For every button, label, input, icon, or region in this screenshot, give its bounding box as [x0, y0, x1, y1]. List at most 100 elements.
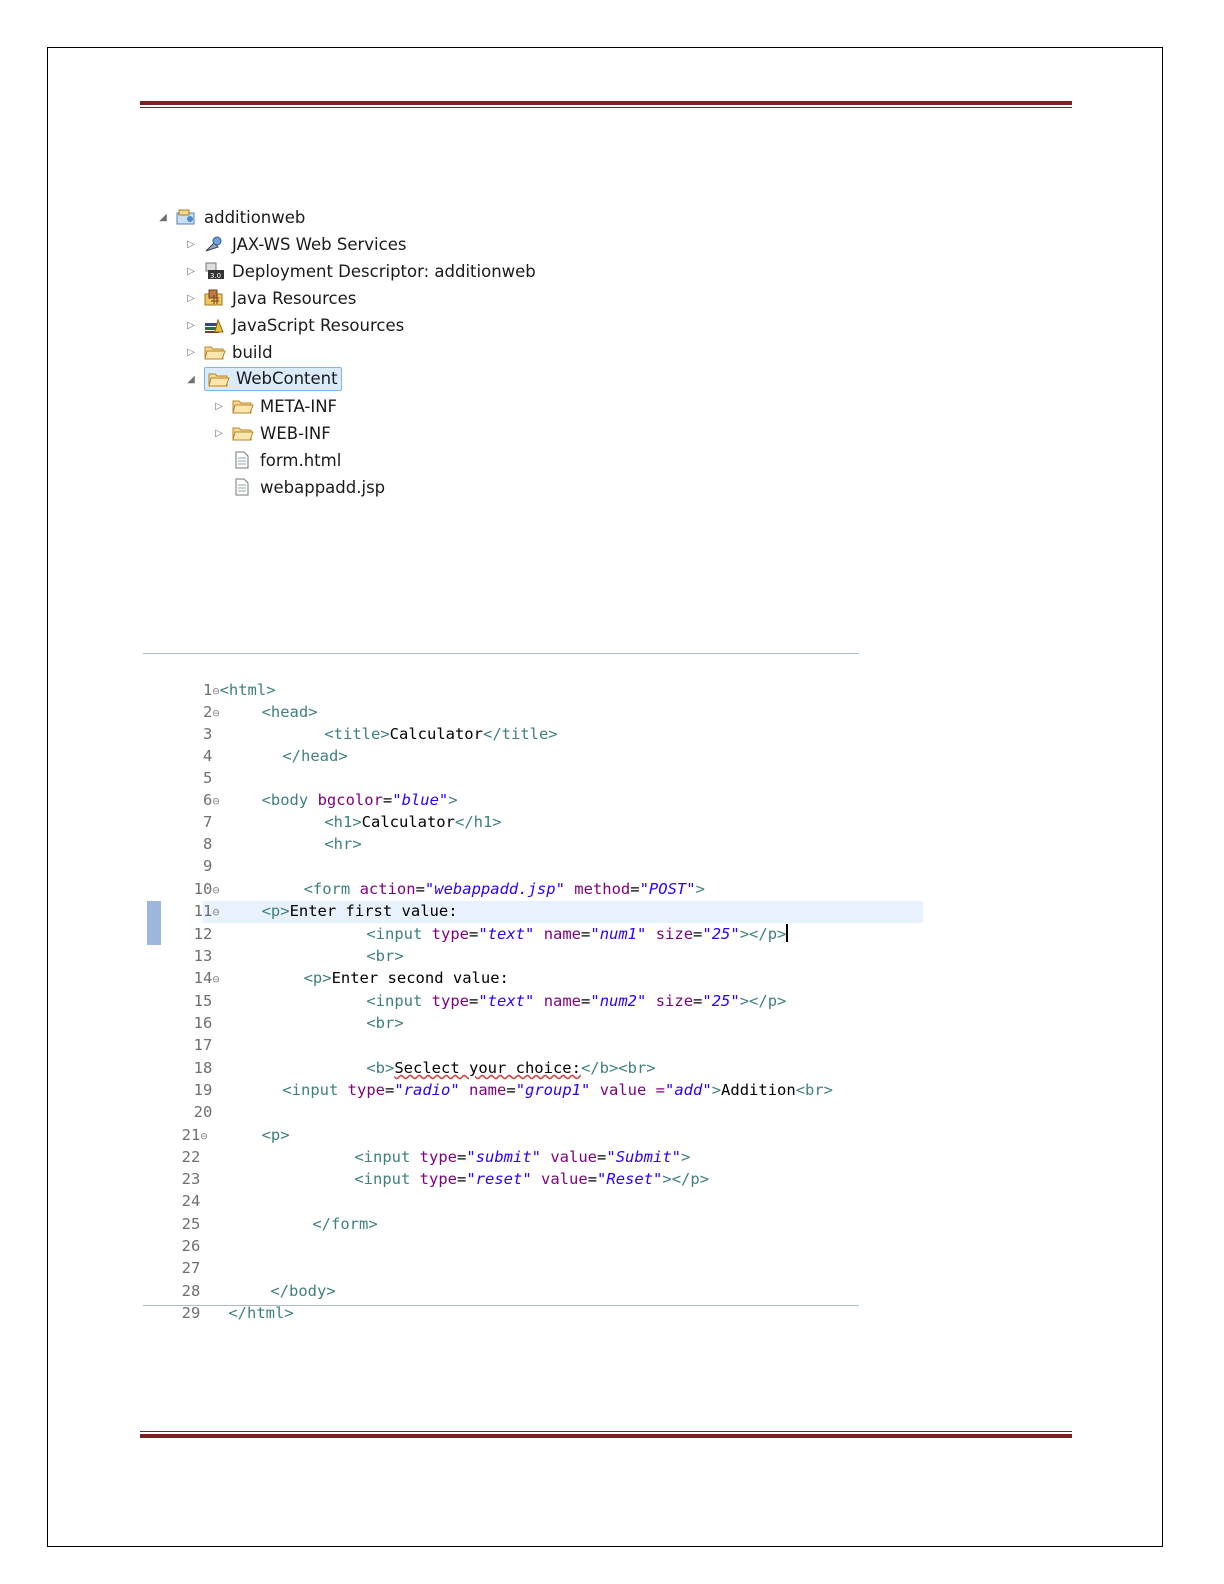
code-line[interactable]: 19<input type="radio" name="group1" valu…	[143, 1057, 833, 1099]
line-number: 17	[193, 1036, 213, 1054]
code-line[interactable]: 13<br>	[143, 923, 404, 965]
tree-item-java-resources[interactable]: ▷ Java Resources	[184, 285, 356, 311]
line-number: 26	[181, 1237, 201, 1255]
code-line[interactable]: 26	[143, 1213, 201, 1255]
code-line[interactable]: 2⊖<head>	[143, 679, 318, 721]
tree-item-meta-inf[interactable]: ▷ META-INF	[212, 393, 337, 419]
code-line[interactable]: 11⊖<p>Enter first value:	[143, 878, 458, 920]
code-line[interactable]: 23<input type="reset" value="Reset"></p>	[181, 1170, 710, 1188]
code-line[interactable]: 20	[143, 1079, 213, 1121]
code-line-current[interactable]: 12<input type="text" name="num1" size="2…	[143, 901, 789, 943]
tree-item-deployment-descriptor[interactable]: ▷ 3.0 Deployment Descriptor: additionweb	[184, 258, 536, 284]
code-line[interactable]: 27	[143, 1235, 201, 1277]
collapsed-arrow-icon[interactable]: ▷	[187, 346, 195, 358]
selected-item-highlight[interactable]: WebContent	[204, 367, 342, 391]
code-editor[interactable]: 1⊖<html> 2⊖<head> 3<title>Calculator</ti…	[143, 653, 923, 1322]
collapsed-arrow-icon[interactable]: ▷	[187, 292, 195, 304]
folder-icon	[204, 343, 226, 361]
code-line[interactable]: 25</form>	[181, 1215, 378, 1233]
fold-icon[interactable]: ⊖	[212, 883, 220, 897]
tree-item-label: Deployment Descriptor: additionweb	[232, 261, 536, 281]
tree-item-label: Java Resources	[232, 288, 357, 308]
project-label: additionweb	[204, 207, 306, 227]
collapsed-arrow-icon[interactable]: ▷	[215, 400, 223, 412]
fold-icon[interactable]: ⊖	[212, 794, 220, 808]
line-number: 3	[202, 725, 213, 743]
line-number: 6	[202, 791, 213, 809]
line-number: 23	[181, 1170, 201, 1188]
code-line[interactable]: 10⊖<form action="webappadd.jsp" method="…	[143, 856, 705, 898]
fold-icon[interactable]: ⊖	[212, 706, 220, 720]
expanded-arrow-icon[interactable]: ◢	[159, 211, 167, 223]
tree-item-build[interactable]: ▷ build	[184, 339, 272, 365]
code-line[interactable]: 3<title>Calculator</title>	[143, 701, 558, 743]
tree-item-label: WEB-INF	[260, 423, 331, 443]
line-number: 9	[202, 857, 213, 875]
deployment-descriptor-icon: 3.0	[204, 262, 224, 280]
line-number: 10	[193, 880, 213, 898]
code-line[interactable]: 24	[143, 1168, 201, 1210]
tree-item-webcontent[interactable]: ◢ WebContent	[184, 366, 342, 392]
current-line-highlight	[203, 901, 923, 923]
code-line[interactable]: 15<input type="text" name="num2" size="2…	[143, 968, 787, 1010]
folder-icon	[232, 424, 254, 442]
code-line[interactable]: 18<b>Seclect your choice:</b><br>	[143, 1035, 656, 1077]
code-line[interactable]: 4</head>	[143, 723, 348, 765]
line-number: 1	[202, 681, 213, 699]
fold-icon[interactable]: ⊖	[212, 905, 220, 919]
line-number: 4	[202, 747, 213, 765]
collapsed-arrow-icon[interactable]: ▷	[187, 265, 195, 277]
line-number: 20	[193, 1103, 213, 1121]
tree-item-label: webappadd.jsp	[260, 477, 386, 497]
collapsed-arrow-icon[interactable]: ▷	[215, 427, 223, 439]
tree-item-form-html[interactable]: form.html	[232, 447, 341, 473]
line-number: 5	[202, 769, 213, 787]
code-line[interactable]: 17	[143, 1012, 213, 1054]
line-number: 25	[181, 1215, 201, 1233]
folder-icon	[232, 397, 254, 415]
fold-icon[interactable]: ⊖	[200, 1129, 208, 1143]
editor-top-border	[143, 653, 859, 654]
code-line[interactable]: 29</html>	[181, 1304, 294, 1322]
line-number: 18	[193, 1059, 213, 1077]
tree-item-label: form.html	[260, 450, 342, 470]
line-number: 8	[202, 835, 213, 853]
tree-item-project[interactable]: ◢ additionweb	[156, 204, 305, 230]
code-line[interactable]: 8<hr>	[143, 811, 362, 853]
tree-item-javascript-resources[interactable]: ▷ JavaScript Resources	[184, 312, 404, 338]
code-line[interactable]: 22<input type="submit" value="Submit">	[181, 1148, 691, 1166]
line-number: 21	[181, 1126, 201, 1144]
tree-item-label: WebContent	[236, 369, 338, 388]
line-number: 22	[181, 1148, 201, 1166]
code-line[interactable]: 1⊖<html>	[143, 657, 276, 699]
line-number: 28	[181, 1282, 201, 1300]
collapsed-arrow-icon[interactable]: ▷	[187, 238, 195, 250]
file-icon	[232, 478, 252, 496]
project-explorer-tree: ◢ additionweb ▷ JAX-WS Web Services ▷ 3.…	[150, 204, 570, 504]
expanded-arrow-icon[interactable]: ◢	[187, 373, 195, 385]
header-rule	[140, 101, 1072, 108]
svg-text:3.0: 3.0	[210, 272, 221, 280]
code-line[interactable]: 28</body>	[181, 1282, 336, 1300]
tree-item-label: JavaScript Resources	[232, 315, 405, 335]
line-number: 15	[193, 992, 213, 1010]
folder-icon	[208, 370, 230, 388]
collapsed-arrow-icon[interactable]: ▷	[187, 319, 195, 331]
editor-bottom-border	[143, 1305, 859, 1306]
text-cursor	[786, 924, 789, 942]
tree-item-jaxws[interactable]: ▷ JAX-WS Web Services	[184, 231, 406, 257]
code-line[interactable]: 16<br>	[143, 990, 404, 1032]
tree-item-web-inf[interactable]: ▷ WEB-INF	[212, 420, 331, 446]
fold-icon[interactable]: ⊖	[212, 972, 220, 986]
code-line[interactable]: 9	[143, 833, 212, 875]
code-line[interactable]: 21⊖<p>	[181, 1126, 290, 1144]
tree-item-webappadd-jsp[interactable]: webappadd.jsp	[232, 474, 385, 500]
code-line[interactable]: 7<h1>Calculator</h1>	[143, 789, 502, 831]
code-line[interactable]: 6⊖<body bgcolor="blue">	[143, 767, 458, 809]
code-line[interactable]: 14⊖<p>Enter second value:	[143, 945, 509, 987]
fold-icon[interactable]: ⊖	[212, 684, 220, 698]
line-number: 14	[193, 969, 213, 987]
code-line[interactable]: 5	[143, 745, 212, 787]
web-services-icon	[204, 235, 224, 253]
file-icon	[232, 451, 252, 469]
